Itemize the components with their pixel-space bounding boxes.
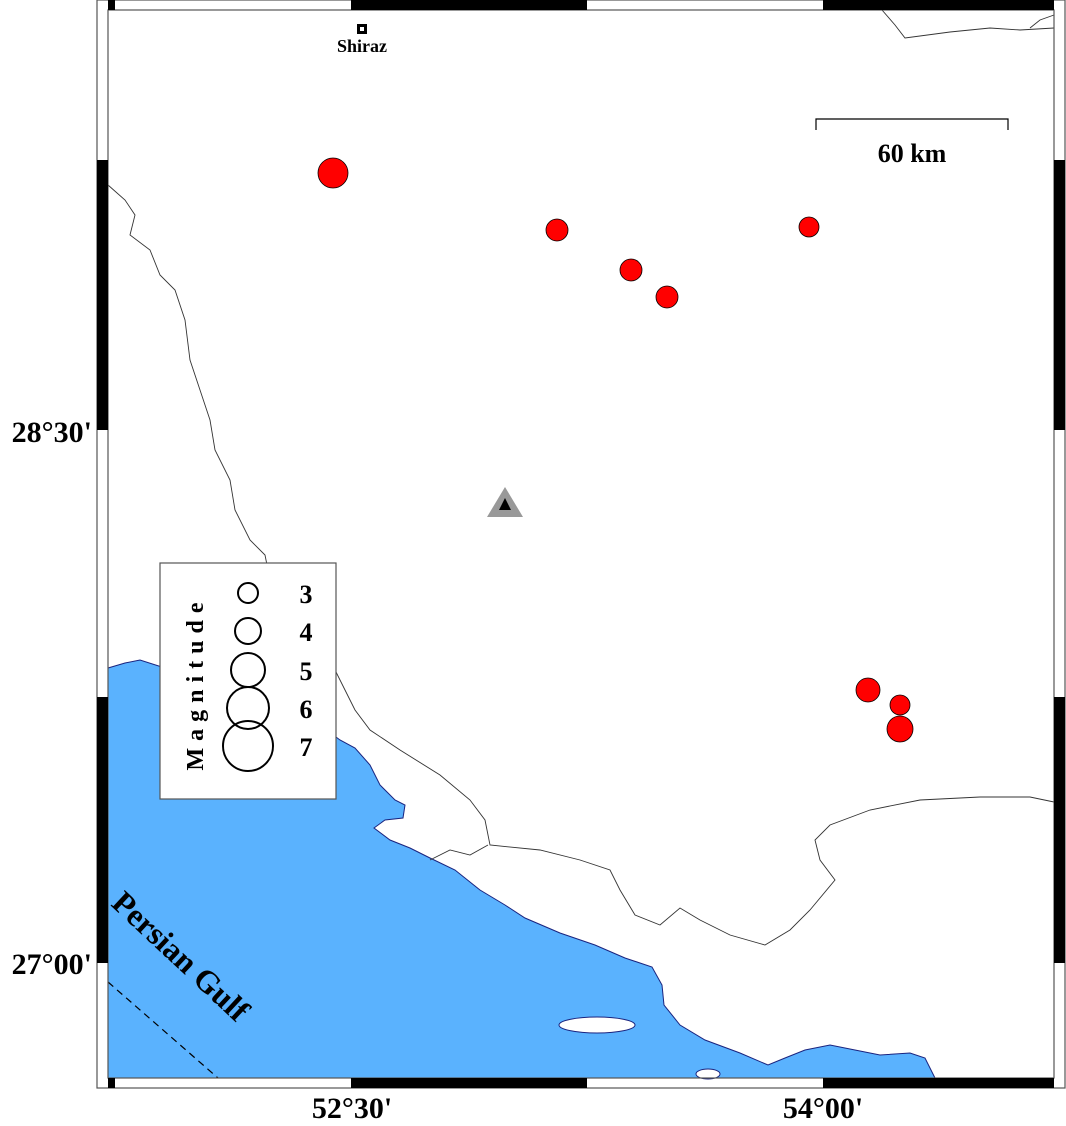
event-marker: [798, 216, 820, 238]
event-marker: [889, 694, 911, 716]
maritime-boundary: [107, 981, 219, 1079]
legend-entry: 4: [300, 618, 313, 647]
map-frame: [96, 0, 1066, 1089]
legend-entry: 6: [300, 695, 313, 724]
y-tick-label: 27°00': [12, 948, 92, 981]
earthquake-events: [317, 157, 914, 743]
event-marker: [619, 258, 643, 282]
event-marker: [655, 285, 679, 309]
scale-bar-label: 60 km: [878, 139, 947, 168]
event-marker: [317, 157, 349, 189]
magnitude-legend: Magnitude 3 4 5 6 7: [159, 562, 337, 800]
legend-entry: 5: [300, 657, 313, 686]
city-label: Shiraz: [337, 36, 387, 56]
event-marker: [855, 677, 881, 703]
event-marker: [545, 218, 569, 242]
event-marker: [886, 715, 914, 743]
x-tick-label: 52°30': [312, 1092, 392, 1125]
legend-entry: 7: [300, 733, 313, 762]
scale-bar: [815, 118, 1009, 130]
y-tick-label: 28°30': [12, 416, 92, 449]
island-small: [695, 1068, 721, 1080]
x-tick-label: 54°00': [783, 1092, 863, 1125]
island: [558, 1016, 636, 1034]
legend-entry: 3: [300, 580, 313, 609]
legend-title: Magnitude: [183, 595, 209, 770]
province-boundaries: [107, 9, 1055, 946]
